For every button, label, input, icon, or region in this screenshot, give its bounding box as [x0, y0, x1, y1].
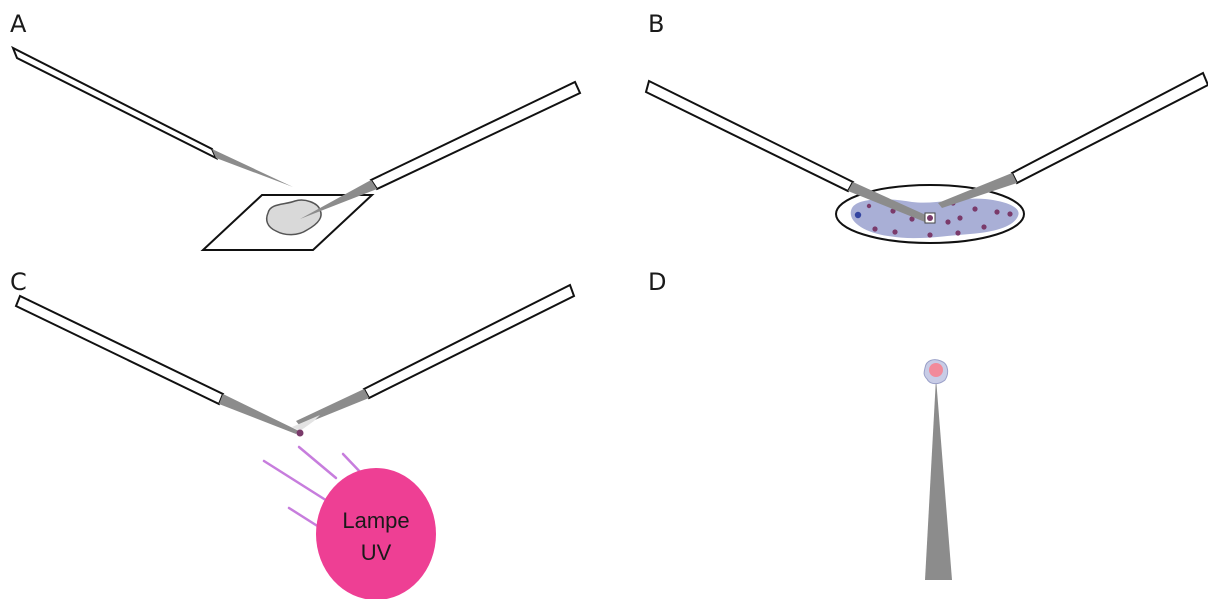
cell — [909, 216, 915, 222]
panel-c-held-cell-sheath — [292, 415, 320, 431]
panel-d-pipette-tip — [925, 378, 952, 580]
panel-d: D — [648, 268, 952, 580]
uv-lamp-label-line2: UV — [361, 540, 392, 565]
panel-b: B — [644, 10, 1208, 244]
panel-c-held-cell — [296, 429, 304, 437]
panel-c-left-needle — [14, 294, 299, 434]
cell — [972, 206, 978, 212]
panel-c-uv-lamp — [316, 468, 436, 599]
cell — [994, 209, 1000, 215]
cell — [872, 226, 878, 232]
panel-c: C Lampe UV — [10, 268, 576, 599]
uv-ray — [297, 445, 338, 480]
panel-d-label: D — [648, 268, 666, 296]
panel-c-right-needle — [296, 283, 576, 426]
cell — [854, 211, 862, 219]
panel-a-left-needle — [11, 45, 293, 187]
cell — [1007, 211, 1013, 217]
cell — [927, 232, 933, 238]
panel-b-label: B — [648, 10, 664, 38]
cell — [892, 229, 898, 235]
cell — [955, 230, 961, 236]
cell — [981, 224, 987, 230]
panel-b-right-needle — [938, 71, 1208, 208]
panel-a: A — [10, 10, 582, 251]
uv-ray — [287, 506, 321, 529]
cell — [945, 219, 951, 225]
panel-d-isolated-cell — [929, 363, 943, 377]
panel-a-right-needle — [300, 80, 582, 219]
panel-b-picked-cell — [927, 215, 933, 221]
uv-lamp-label-line1: Lampe — [342, 508, 409, 533]
cell — [890, 208, 896, 214]
panel-a-label: A — [10, 10, 27, 38]
panel-c-label: C — [10, 268, 27, 296]
uv-ray — [262, 459, 334, 506]
panel-b-left-needle — [644, 79, 928, 222]
cell — [957, 215, 963, 221]
panel-a-tissue-sample — [265, 199, 322, 236]
cell — [866, 203, 872, 209]
